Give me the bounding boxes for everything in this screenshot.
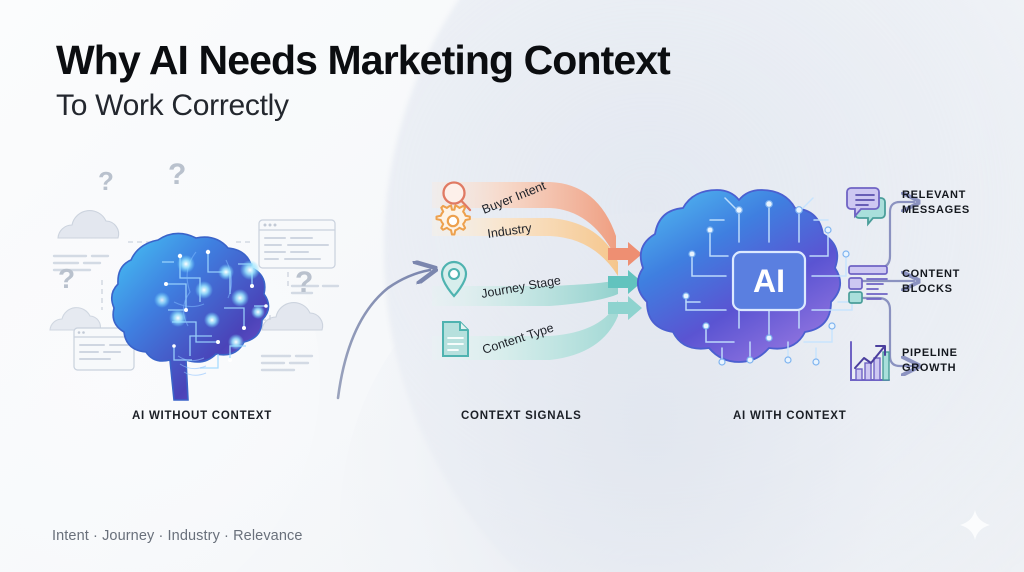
flow-arrow-left-to-middle — [336, 240, 460, 400]
svg-text:?: ? — [168, 158, 186, 191]
heading-group: Why AI Needs Marketing Context To Work C… — [56, 37, 671, 123]
chat-bubbles-icon — [845, 180, 891, 227]
brain-without-context-icon — [110, 232, 270, 401]
caption-ai-with-context: AI WITH CONTEXT — [733, 410, 847, 422]
output-label: RELEVANT MESSAGES — [902, 189, 970, 216]
converging-arrowheads — [608, 242, 642, 320]
output-item-relevant-messages: RELEVANT MESSAGES — [845, 180, 970, 227]
caption-context-signals: CONTEXT SIGNALS — [461, 410, 582, 422]
bar-chart-growth-icon — [845, 338, 891, 384]
page-title: Why AI Needs Marketing Context — [56, 37, 671, 83]
svg-text:?: ? — [98, 166, 114, 196]
output-label: PIPELINE GROWTH — [902, 347, 958, 374]
footer-tagline: Intent · Journey · Industry · Relevance — [52, 528, 303, 544]
cloud-icon — [57, 209, 120, 239]
content-blocks-icon — [845, 259, 891, 305]
sparkle-icon — [960, 510, 990, 540]
ai-chip-label: AI — [753, 263, 785, 299]
context-signals-illustration: Buyer Intent Industry Journey Stage Cont… — [432, 176, 652, 386]
output-item-pipeline-growth: PIPELINE GROWTH — [845, 338, 958, 384]
cloud-icon — [261, 301, 324, 331]
page-subtitle: To Work Correctly — [56, 89, 289, 123]
output-label: CONTENT BLOCKS — [902, 268, 961, 295]
ai-without-context-illustration: ? ? ? ? ? ? — [40, 158, 360, 410]
svg-text:?: ? — [58, 263, 75, 294]
output-item-content-blocks: CONTENT BLOCKS — [845, 259, 960, 305]
cloud-icon — [49, 307, 101, 331]
svg-text:?: ? — [295, 266, 313, 299]
brain-with-context-icon: AI — [637, 189, 856, 366]
browser-window-icon — [258, 219, 336, 269]
caption-ai-without-context: AI WITHOUT CONTEXT — [132, 410, 272, 422]
